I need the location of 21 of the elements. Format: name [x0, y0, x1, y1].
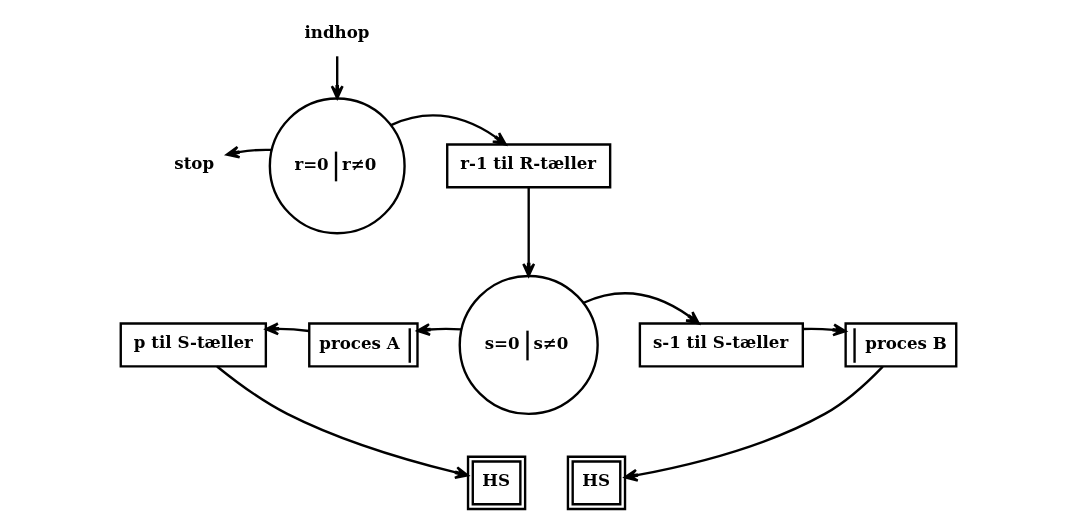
arrow	[225, 145, 272, 159]
node-box: HS	[566, 455, 626, 511]
arrow	[521, 187, 535, 277]
node-box: r-1 til R-tæller	[445, 143, 611, 189]
arrow	[415, 323, 461, 337]
arrow	[330, 56, 344, 100]
node-box: s-1 til S-tæller	[638, 322, 804, 368]
arrow	[582, 292, 700, 325]
arrow	[623, 365, 884, 482]
node-circle: s=0 s≠0	[458, 274, 599, 416]
node-text: indhop	[304, 21, 369, 42]
node-text: stop	[173, 153, 214, 174]
arrow	[215, 365, 469, 479]
arrow	[802, 323, 847, 337]
node-box: proces A	[307, 322, 419, 368]
node-circle: r=0 r≠0	[268, 97, 406, 235]
arrow	[390, 114, 507, 146]
arrow	[264, 322, 309, 336]
node-box: p til S-tæller	[119, 322, 267, 368]
node-box: proces B	[843, 322, 957, 368]
node-box: HS	[466, 455, 526, 511]
